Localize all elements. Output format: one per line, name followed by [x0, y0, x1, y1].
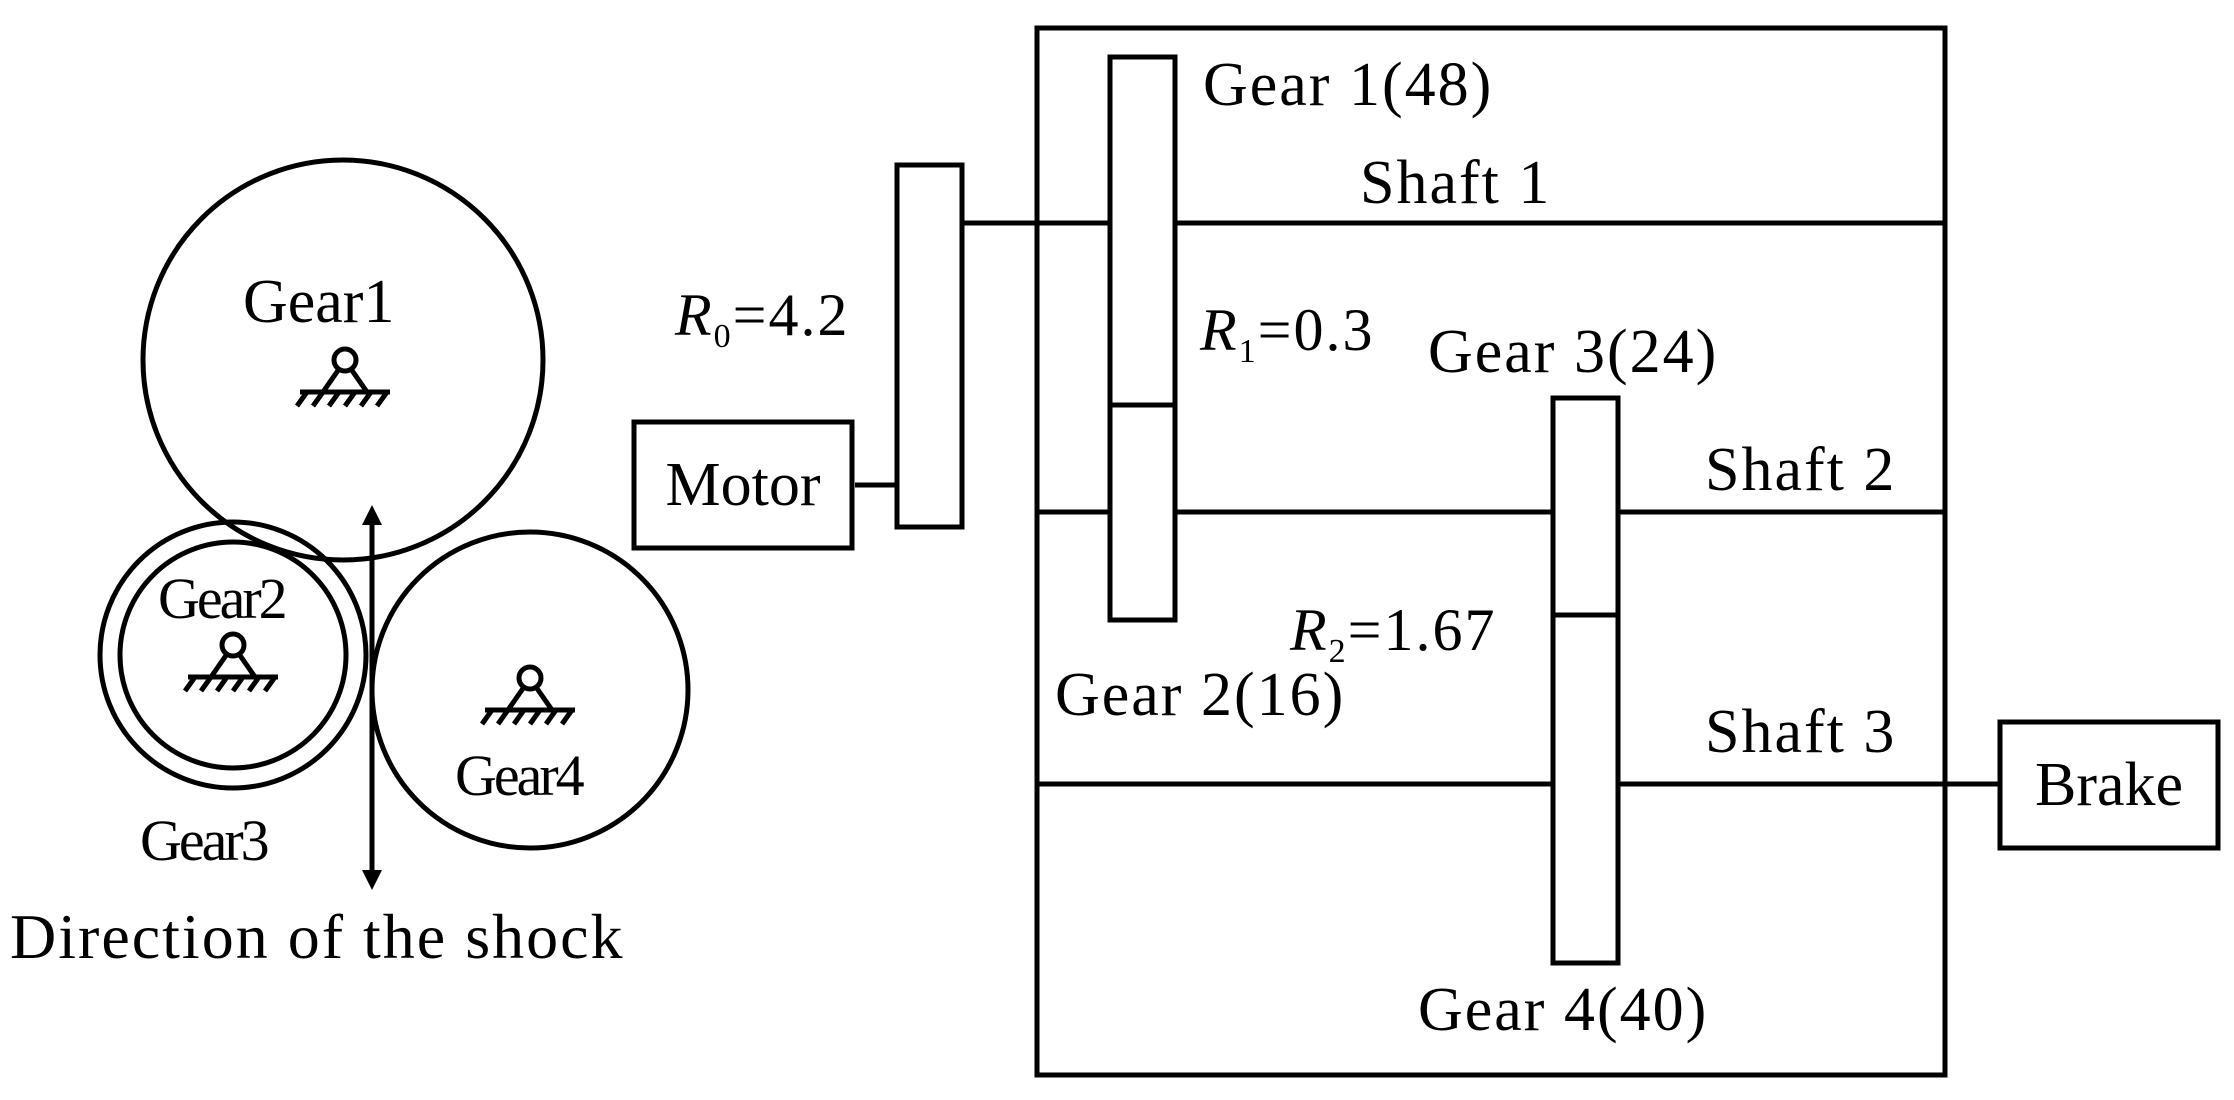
gear3-block [1550, 395, 1621, 618]
ratio-r0-label: R0=4.2 [674, 282, 850, 355]
gear1-teeth-label: Gear 1(48) [1203, 51, 1493, 119]
gear2-label: Gear2 [158, 566, 285, 631]
left-gear-sketch: Gear1 Gear2 Gear4 Gear3 Direction of the… [10, 157, 691, 972]
gear1-label: Gear1 [243, 268, 394, 336]
brake-label: Brake [2035, 751, 2183, 819]
gearbox-housing [1034, 25, 1948, 1078]
ratio-r1-label: R1=0.3 [1199, 297, 1375, 370]
gear1-circle [140, 157, 546, 563]
r0-gear-block [894, 162, 965, 530]
gear3-label: Gear3 [140, 808, 268, 873]
gear2-teeth-label: Gear 2(16) [1055, 661, 1345, 729]
brake-box [1997, 719, 2221, 851]
shock-direction-caption: Direction of the shock [10, 901, 625, 972]
motor-box [631, 419, 855, 551]
gear4-label: Gear4 [455, 743, 585, 808]
shaft1-label: Shaft 1 [1360, 149, 1551, 217]
gear1-pivot-icon [294, 346, 390, 408]
gear4-pivot-icon [479, 664, 575, 726]
gear1-block [1107, 54, 1178, 408]
gear4-block [1550, 612, 1621, 966]
gear2-pivot-icon [182, 631, 278, 693]
gear4-teeth-label: Gear 4(40) [1418, 976, 1708, 1044]
shaft3-label: Shaft 3 [1705, 698, 1896, 766]
gear2-block [1107, 402, 1178, 623]
gear2-inner-circle [117, 539, 349, 771]
gearbox-schematic: Motor Brake Gear 1(48) Shaft 1 Gear 3(24… [631, 25, 2221, 1078]
ratio-r2-label: R2=1.67 [1289, 597, 1497, 670]
motor-label: Motor [666, 451, 821, 519]
shaft2-label: Shaft 2 [1705, 436, 1896, 504]
gear3-teeth-label: Gear 3(24) [1428, 318, 1718, 386]
